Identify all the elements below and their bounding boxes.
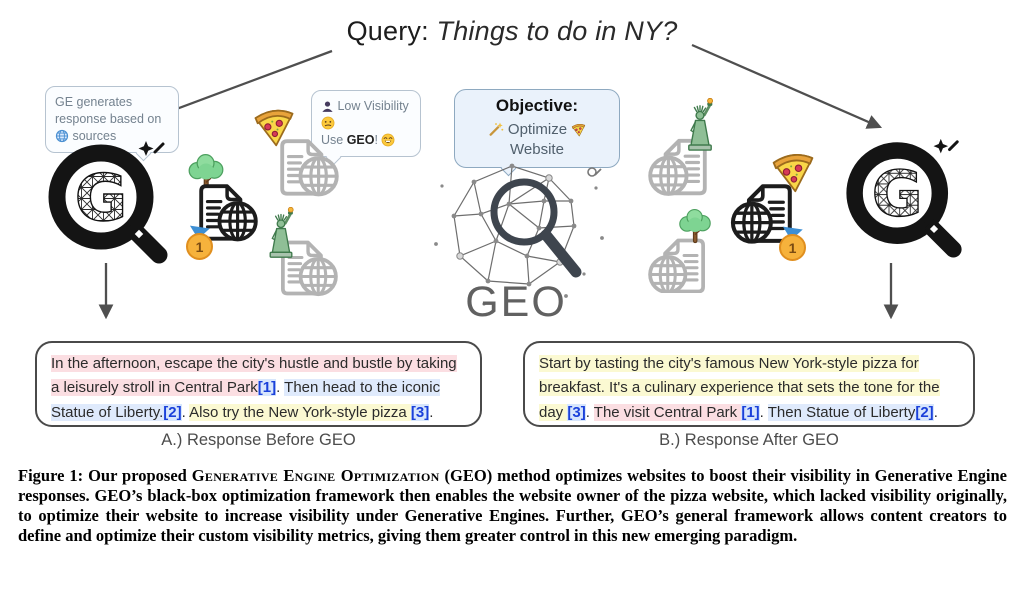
objective-optimize: Optimize <box>503 120 572 138</box>
grinning-face-icon <box>381 133 395 147</box>
magnifier-handle <box>540 229 582 278</box>
response-segment: . <box>933 403 938 421</box>
generative-engine-logo-left <box>42 138 174 264</box>
figure-caption-rest: (GEO) method optimizes websites to boost… <box>18 466 1007 546</box>
objective-box: Objective: Optimize Website <box>454 89 620 177</box>
first-place-medal-icon: 1 <box>186 225 213 260</box>
response-segment: The visit Central Park <box>593 403 742 421</box>
response-after-box: Start by tasting the city's famous New Y… <box>523 341 975 427</box>
generative-engine-logo-right <box>840 136 968 258</box>
response-before-box: In the afternoon, escape the city's hust… <box>35 341 482 427</box>
statue-of-liberty-icon <box>683 98 717 154</box>
response-segment: Also try the New York-style pizza <box>189 403 411 421</box>
query-label: Query: <box>346 16 429 46</box>
response-b-text: Start by tasting the city's famous New Y… <box>539 355 940 421</box>
response-before-caption: A.) Response Before GEO <box>161 431 356 449</box>
citation-ref: [2] <box>163 403 182 421</box>
first-place-medal-icon: 1 <box>779 226 806 261</box>
pizza-icon <box>252 104 296 148</box>
pizza-icon <box>770 148 816 194</box>
geo-word: GEO <box>346 132 375 147</box>
ge-callout-text: GE generates response based on <box>55 95 162 126</box>
response-after-caption: B.) Response After GEO <box>659 431 839 449</box>
ge-callout-bubble: GE generates response based on sources <box>45 86 179 161</box>
objective-website: Website <box>510 141 564 159</box>
citation-ref: [1] <box>741 403 760 421</box>
low-visibility-callout: Low Visibility Use GEO! <box>311 90 421 165</box>
ge-callout-text-end: sources <box>69 128 117 143</box>
response-segment: . <box>276 379 285 397</box>
figure-caption-prefix: Figure 1: Our proposed <box>18 466 192 485</box>
response-segment: . <box>759 403 768 421</box>
objective-line: Optimize Website <box>463 120 611 161</box>
figure-caption-smallcaps: Generative Engine Optimization <box>191 466 440 485</box>
geo-logo-label: GEO <box>465 278 567 322</box>
medal-rank: 1 <box>186 233 213 260</box>
response-segment: Then Statue of Liberty <box>767 403 916 421</box>
tree-icon <box>676 208 714 246</box>
medal-rank: 1 <box>779 234 806 261</box>
query-heading: Query: Things to do in NY? <box>0 16 1024 47</box>
response-a-text: In the afternoon, escape the city's hust… <box>51 355 457 421</box>
query-text: Things to do in NY? <box>428 16 678 46</box>
objective-title: Objective: <box>495 96 579 115</box>
use-text: Use <box>321 132 347 147</box>
excl-text: ! <box>374 132 382 147</box>
response-segment: . <box>585 403 594 421</box>
geo-globe-magnifier-logo: GEO <box>434 163 604 322</box>
magnifier-lens <box>490 178 558 246</box>
arrow-query-to-right-engine <box>691 43 883 129</box>
person-icon <box>321 100 334 113</box>
citation-ref: [1] <box>257 379 277 397</box>
response-segment: . <box>429 403 434 421</box>
citation-ref: [3] <box>410 403 430 421</box>
statue-of-liberty-icon <box>264 207 298 261</box>
magic-wand-icon <box>488 121 504 137</box>
pizza-icon <box>571 122 586 137</box>
response-segment: . <box>181 403 190 421</box>
low-visibility-text: Low Visibility <box>337 99 409 113</box>
citation-ref: [2] <box>915 403 934 421</box>
citation-ref: [3] <box>567 403 586 421</box>
figure-caption: Figure 1: Our proposed Generative Engine… <box>18 466 1007 547</box>
